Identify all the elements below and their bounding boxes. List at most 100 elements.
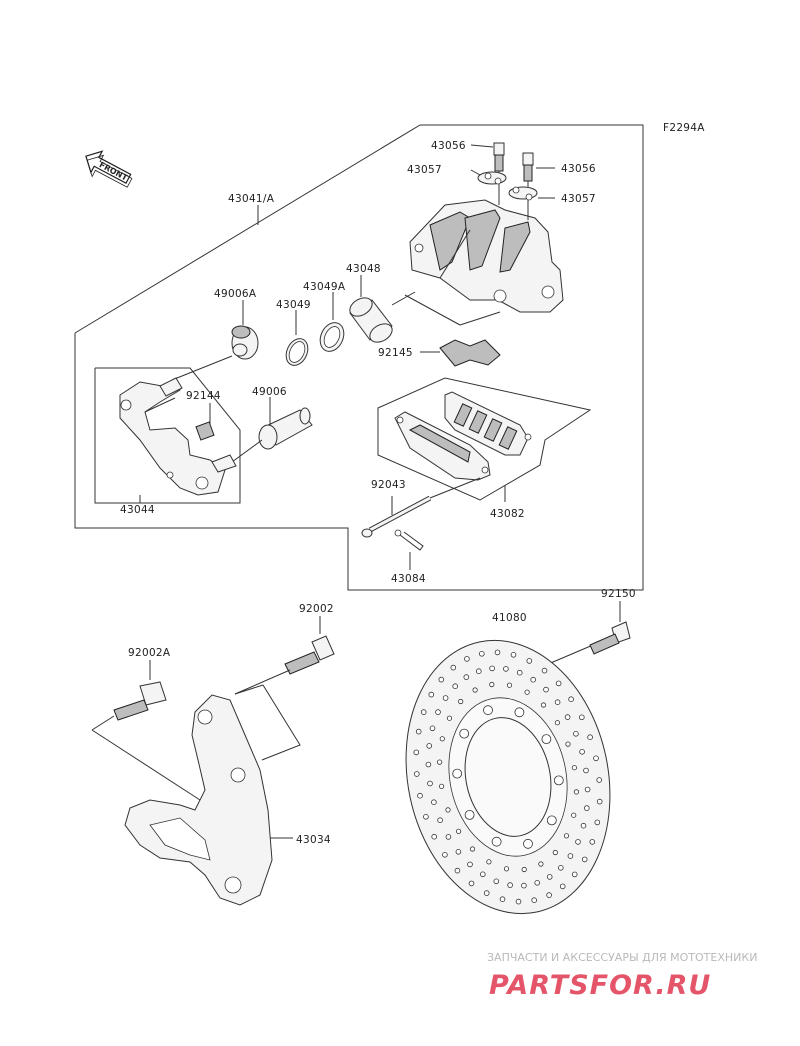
disc-hole: [530, 676, 536, 683]
disc-hole: [489, 681, 495, 688]
disc-hole: [429, 725, 436, 732]
disc-hole: [578, 714, 585, 721]
disc-hole: [579, 748, 585, 755]
disc-hole: [543, 686, 549, 693]
disc-hole: [571, 812, 577, 818]
watermark-brand: PARTSFOR.RU: [489, 970, 711, 1001]
label-92043: 92043: [371, 479, 406, 491]
disc-hole: [455, 828, 462, 834]
label-92144: 92144: [186, 390, 221, 402]
disc-hole: [442, 695, 449, 701]
figure-code: F2294A: [663, 122, 705, 134]
brake-pad-front: [444, 391, 532, 456]
disc-hole: [524, 689, 530, 695]
disc-hole: [571, 765, 578, 771]
disc-hole: [464, 810, 475, 820]
disc-hole: [436, 759, 443, 765]
disc-hole: [514, 707, 525, 718]
bleed-screw-43056-right: [522, 152, 534, 220]
disc-hole: [499, 896, 506, 902]
label-92150: 92150: [601, 588, 636, 600]
disc-hole: [571, 871, 578, 878]
disc-hole: [454, 867, 461, 874]
caliper-bracket-43044: [119, 377, 237, 496]
label-43056b: 43056: [561, 163, 596, 175]
disc-hole: [546, 874, 553, 880]
front-arrow-icon: FRONT: [85, 150, 133, 188]
disc-hole: [554, 720, 561, 726]
disc-hole: [420, 709, 427, 715]
disc-hole: [494, 649, 501, 656]
spring-92145: [439, 339, 501, 367]
caliper-assembly-outline: [74, 124, 644, 591]
bracket-subassembly-box: [94, 367, 241, 504]
label-49006: 49006: [252, 386, 287, 398]
disc-hole: [564, 714, 571, 720]
disc-hole: [573, 789, 580, 795]
disc-hole: [567, 853, 574, 859]
disc-hole: [425, 761, 432, 768]
pad-pin-92043: [361, 477, 481, 538]
pad-set-box: [377, 377, 592, 501]
disc-hole: [479, 871, 486, 878]
disc-hole: [554, 699, 561, 705]
disc-hole: [446, 715, 453, 721]
label-43034: 43034: [296, 834, 331, 846]
disc-hole: [428, 691, 435, 698]
bolt-92002A: [91, 681, 167, 731]
label-41080: 41080: [492, 612, 527, 624]
disc-hole: [559, 883, 566, 890]
cap-43057-right: [508, 186, 538, 201]
disc-hole: [538, 861, 544, 867]
disc-hole: [596, 777, 602, 783]
disc-hole: [437, 817, 443, 823]
label-43049A: 43049A: [303, 281, 346, 293]
disc-hole: [450, 664, 457, 671]
disc-hole: [581, 856, 588, 863]
bracket-43034: [124, 694, 273, 906]
disc-hole: [523, 838, 533, 849]
watermark-top-text: ЗАПЧАСТИ И АКСЕССУАРЫ ДЛЯ МОТОТЕХНИКИ: [487, 951, 757, 964]
disc-hole: [503, 666, 509, 672]
disc-hole: [521, 882, 527, 889]
disc-hole: [475, 668, 482, 674]
cap-43057-left: [477, 171, 507, 185]
label-43041A: 43041/A: [228, 193, 275, 205]
disc-hole: [442, 851, 448, 858]
disc-hole: [552, 849, 558, 856]
disc-hole: [555, 680, 562, 687]
disc-hole: [469, 846, 476, 852]
disc-hole: [415, 728, 422, 735]
disc-hole: [580, 822, 587, 829]
disc-hole: [439, 736, 445, 742]
disc-hole: [568, 696, 574, 702]
disc-hole: [526, 658, 533, 664]
label-43057b: 43057: [561, 193, 596, 205]
disc-hole: [594, 819, 601, 826]
disc-hole: [506, 682, 513, 688]
disc-hole: [423, 813, 429, 820]
caliper-body: [404, 199, 564, 326]
label-43082: 43082: [490, 508, 525, 520]
disc-hole: [438, 676, 445, 683]
disc-hole: [445, 807, 451, 813]
disc-hole: [563, 833, 570, 839]
disc-hole: [596, 798, 603, 805]
disc-hole: [583, 767, 589, 774]
disc-hole: [458, 698, 464, 705]
disc-hole: [507, 882, 513, 888]
disc-hole: [445, 834, 452, 840]
disc-hole: [455, 848, 462, 855]
disc-hole: [483, 705, 493, 716]
disc-hole: [468, 880, 475, 887]
disc-hole: [486, 859, 492, 865]
disc-hole: [464, 656, 470, 662]
boot-49006A: [171, 325, 259, 381]
disc-hole: [541, 667, 548, 674]
disc-hole: [521, 866, 527, 873]
label-92002: 92002: [299, 603, 334, 615]
bolt-92150: [589, 621, 631, 655]
disc-hole: [452, 683, 459, 689]
disc-hole: [435, 709, 441, 715]
